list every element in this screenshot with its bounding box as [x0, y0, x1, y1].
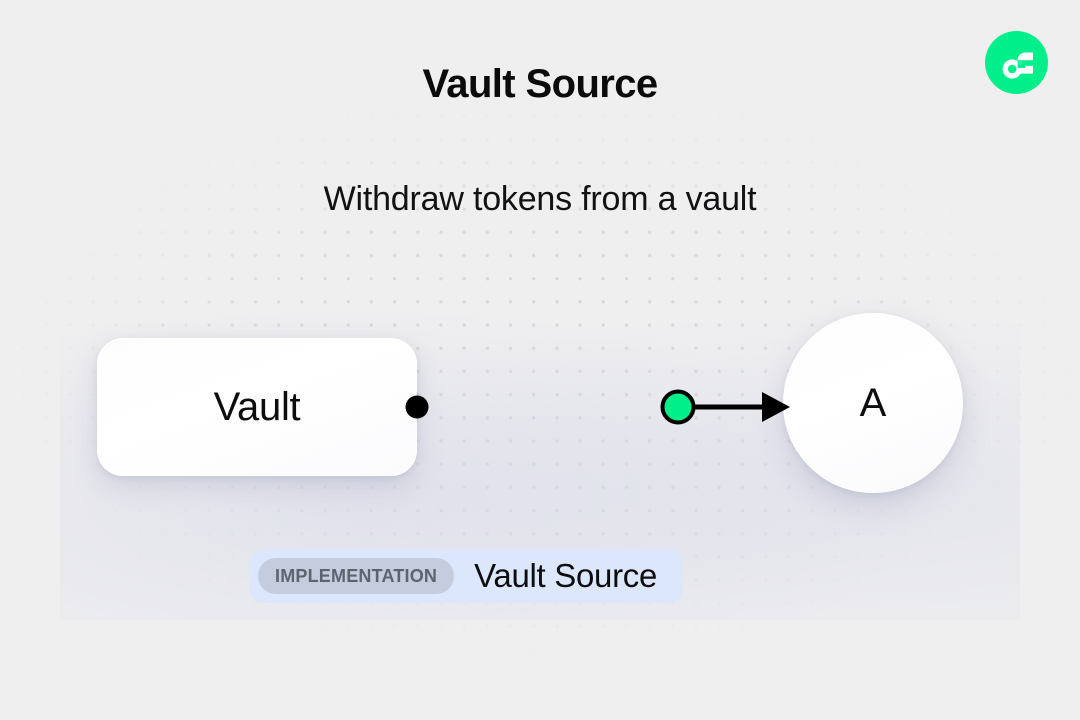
implementation-badge[interactable]: IMPLEMENTATION Vault Source — [249, 549, 684, 603]
node-account[interactable]: A — [783, 313, 963, 493]
page-title: Vault Source — [422, 62, 658, 106]
node-vault[interactable]: Vault — [97, 338, 417, 476]
implementation-tag: IMPLEMENTATION — [258, 558, 455, 594]
node-account-label: A — [859, 380, 887, 425]
page-subtitle: Withdraw tokens from a vault — [323, 180, 757, 218]
waypoint-dot[interactable] — [660, 389, 696, 425]
node-vault-label: Vault — [213, 384, 301, 429]
implementation-name: Vault Source — [474, 557, 658, 594]
flow-logo-icon — [999, 45, 1035, 81]
flow-logo — [985, 31, 1048, 94]
